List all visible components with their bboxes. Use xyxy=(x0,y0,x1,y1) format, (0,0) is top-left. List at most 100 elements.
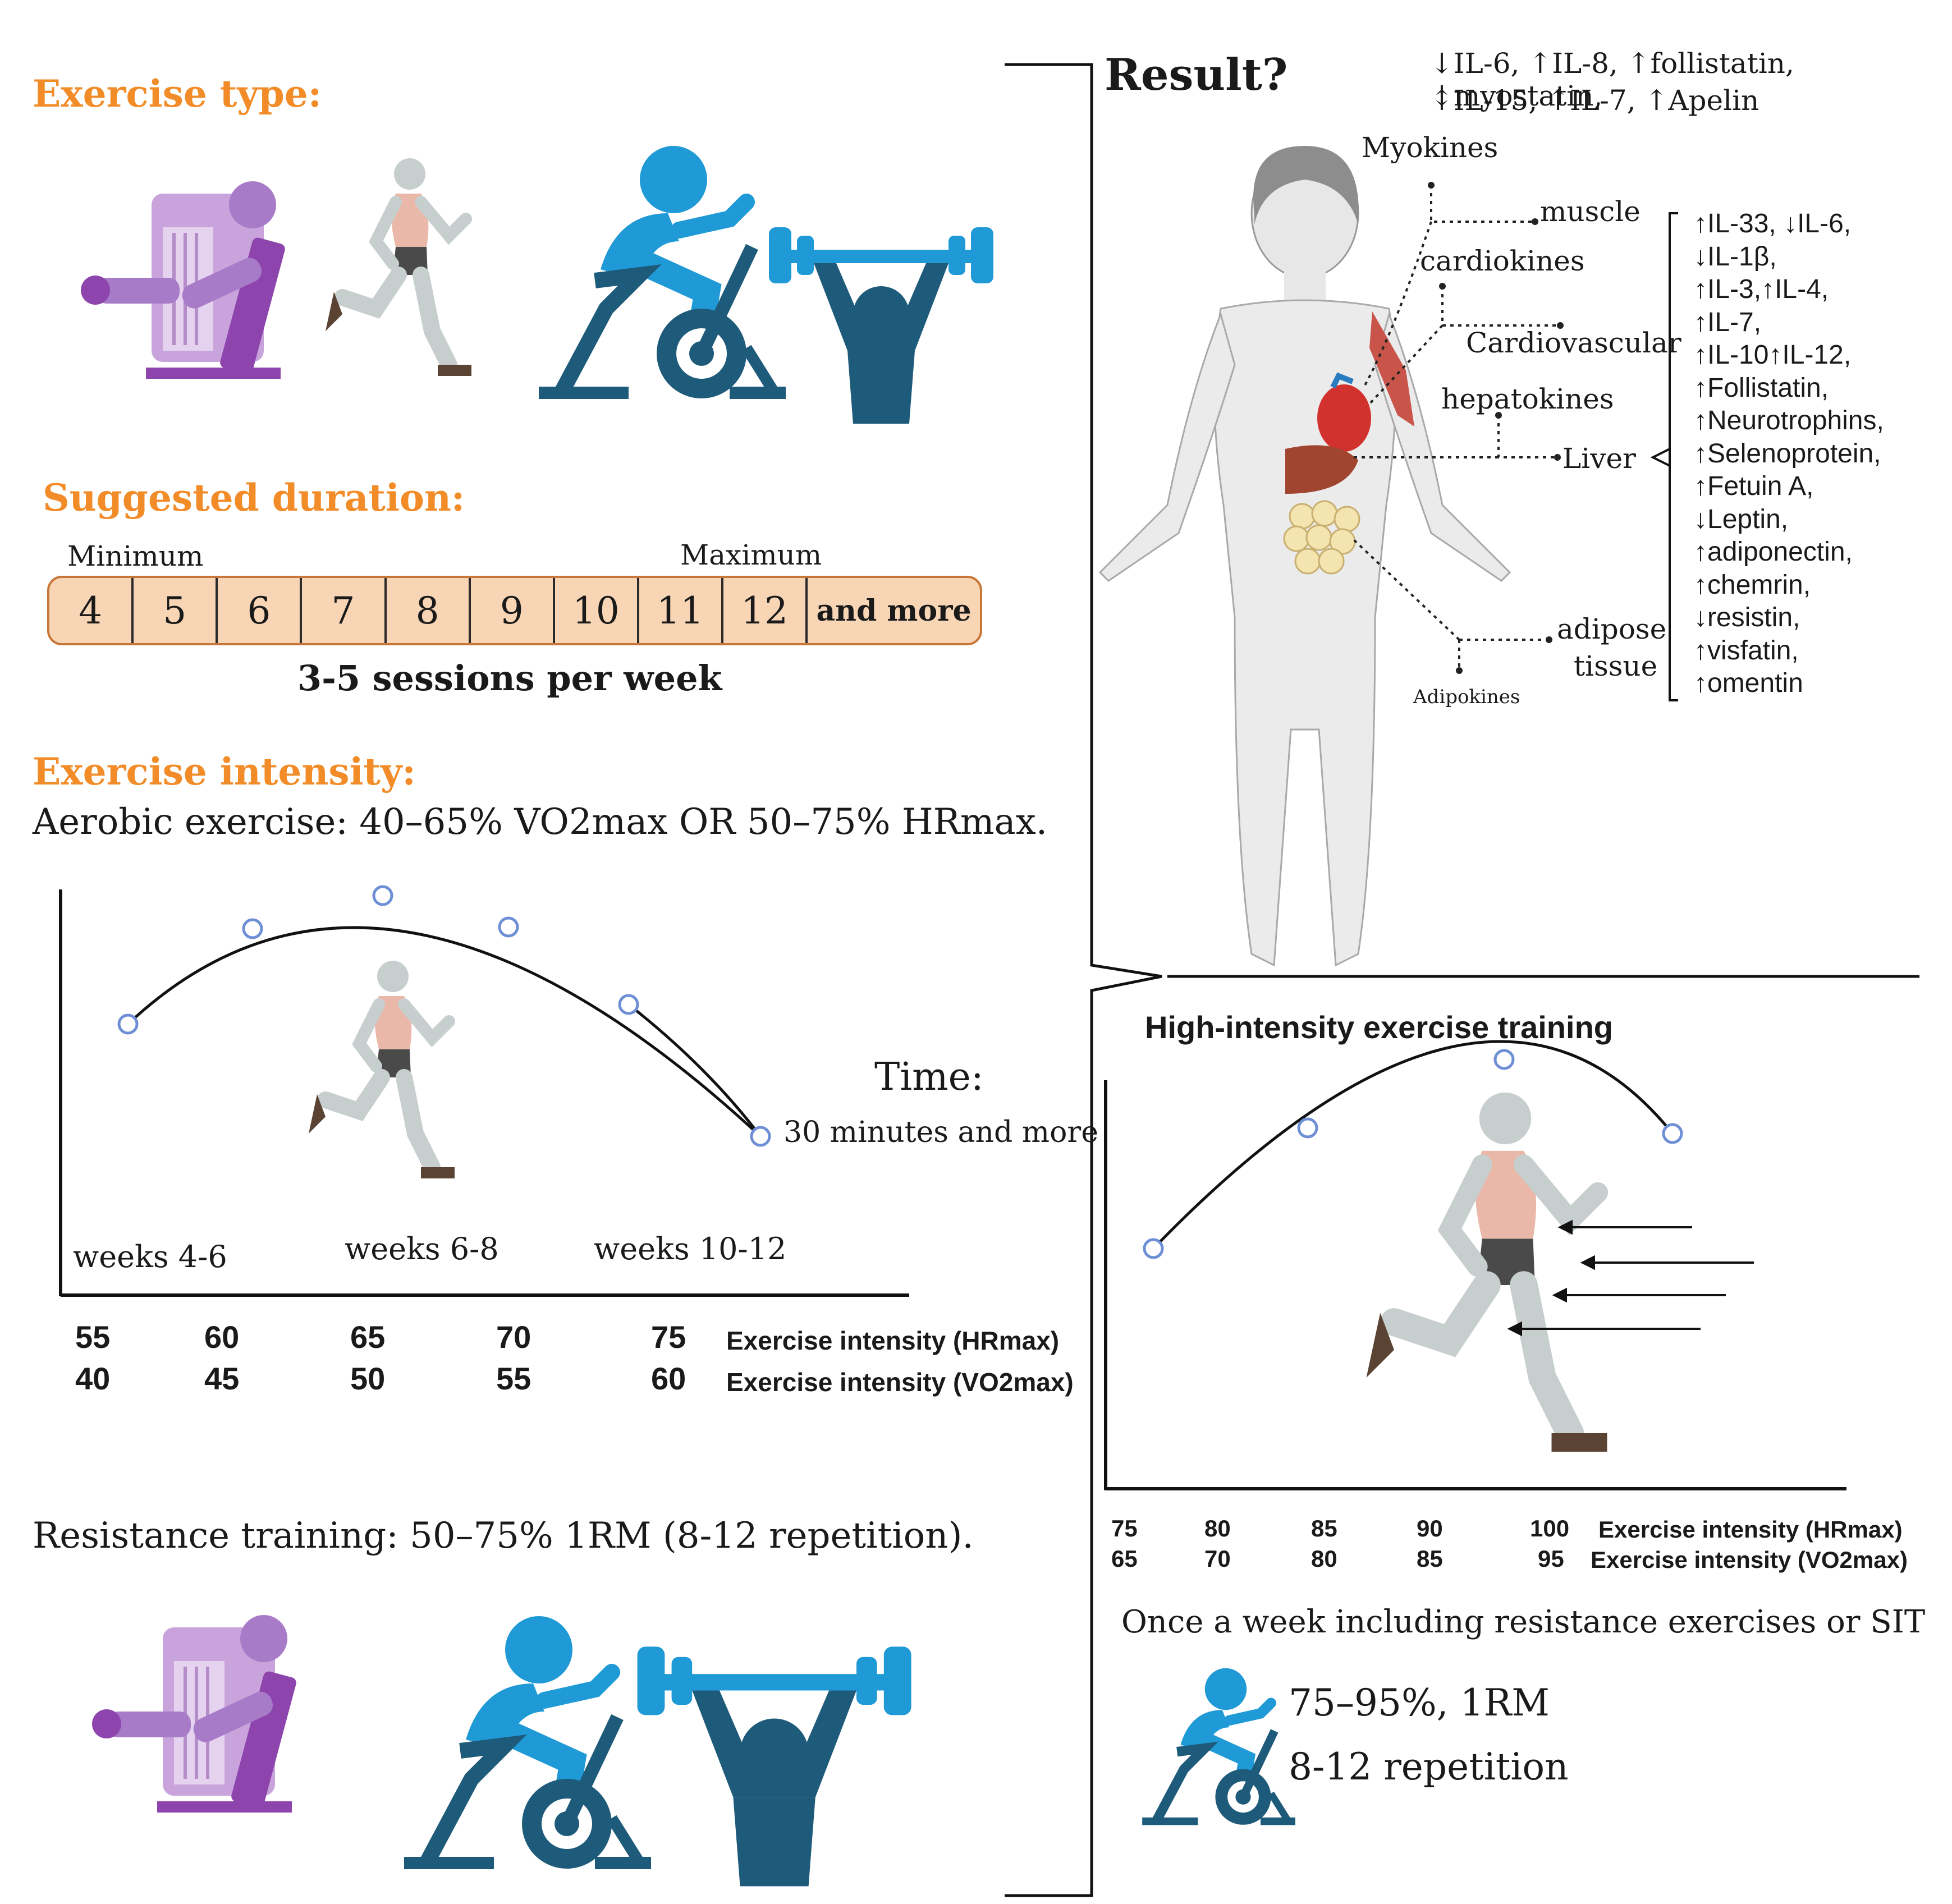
week-label: weeks 4-6 xyxy=(73,1239,227,1274)
speed-arrows xyxy=(1507,1219,1754,1337)
curve-point xyxy=(1493,1049,1515,1070)
min-label: Minimum xyxy=(67,540,204,572)
heart-organ xyxy=(1317,384,1371,452)
curve-point xyxy=(750,1126,771,1147)
vo2-value: 50 xyxy=(350,1361,386,1396)
hiit-vo2-value: 80 xyxy=(1311,1545,1337,1572)
marker-item: ↓Leptin, xyxy=(1694,504,1789,534)
marker-item: ↓resistin, xyxy=(1694,603,1800,632)
myokines-label: Myokines xyxy=(1362,131,1499,164)
marker-item: ↑IL-33, ↓IL-6, xyxy=(1694,209,1852,238)
vo2-value: 60 xyxy=(651,1361,686,1396)
exercise-type-title: Exercise type: xyxy=(33,72,322,116)
liver-organ xyxy=(1285,445,1358,494)
adipose-label: adipose xyxy=(1557,613,1667,645)
weightlifter-icon xyxy=(769,227,993,424)
vo2-value: 40 xyxy=(75,1361,111,1396)
hiit-hr-axis-label: Exercise intensity (HRmax) xyxy=(1598,1516,1903,1543)
marker-item: ↑Fetuin A, xyxy=(1694,471,1814,501)
cycling-icon xyxy=(404,1616,651,1869)
week-label: weeks 6-8 xyxy=(345,1231,499,1267)
week-cell: 7 xyxy=(302,578,387,643)
muscle-label: muscle xyxy=(1540,195,1641,228)
hiit-vo2-value: 95 xyxy=(1538,1545,1564,1572)
marker-item: ↑IL-7, xyxy=(1694,307,1762,337)
hr-axis-label: Exercise intensity (HRmax) xyxy=(726,1326,1060,1355)
week-cell: 12 xyxy=(723,578,808,643)
week-cell: 9 xyxy=(471,578,555,643)
result-title: Result? xyxy=(1105,49,1288,100)
cardiokines-label: cardiokines xyxy=(1420,245,1585,277)
duration-scale: 4 5 6 7 8 9 10 11 12 and more xyxy=(47,576,982,645)
marker-item: ↑Selenoprotein, xyxy=(1694,438,1881,469)
hepatokines-label: hepatokines xyxy=(1441,383,1614,415)
curve-point xyxy=(372,885,393,906)
runner-icon xyxy=(1367,1093,1607,1452)
vo2-value: 45 xyxy=(204,1361,240,1396)
time-label: Time: xyxy=(874,1055,984,1099)
marker-item: ↑omentin xyxy=(1694,668,1803,698)
leg-press-icon xyxy=(92,1615,297,1813)
aerobic-curve xyxy=(127,926,762,1137)
hiit-hr-value: 80 xyxy=(1204,1515,1231,1541)
cycling-icon xyxy=(539,146,786,398)
tissue-label: tissue xyxy=(1574,650,1658,682)
hiit-hr-value: 75 xyxy=(1111,1515,1138,1541)
marker-list: ↑IL-33, ↓IL-6, ↓IL-1β, ↑IL-3,↑IL-4, ↑IL-… xyxy=(1694,208,1884,700)
marker-item: ↑visfatin, xyxy=(1694,635,1799,666)
hiit-title: High-intensity exercise training xyxy=(1145,1010,1613,1045)
hiit-hr-value: 90 xyxy=(1417,1515,1443,1541)
intensity-title: Exercise intensity: xyxy=(33,750,416,793)
cardiovascular-label: Cardiovascular xyxy=(1466,327,1681,359)
aerobic-text: Aerobic exercise: 40–65% VO2max OR 50–75… xyxy=(33,801,1048,843)
curve-point xyxy=(242,918,263,939)
list-bracket xyxy=(1669,212,1678,701)
runner-icon xyxy=(309,961,455,1178)
leg-press-icon xyxy=(81,181,286,379)
curve-point xyxy=(1297,1117,1318,1139)
adipose-organ xyxy=(1283,500,1360,575)
week-cell: 4 xyxy=(49,578,134,643)
leader-lines xyxy=(1351,185,1560,671)
curve-point xyxy=(618,994,639,1015)
marker-item: ↑IL-3,↑IL-4, xyxy=(1694,274,1829,304)
hiit-vo2-value: 85 xyxy=(1417,1545,1443,1572)
week-cell: 6 xyxy=(218,578,303,643)
hiit-vo2-axis-label: Exercise intensity (VO2max) xyxy=(1591,1547,1908,1573)
marker-item: ↑Follistatin, xyxy=(1694,373,1829,403)
vo2-axis-label: Exercise intensity (VO2max) xyxy=(726,1368,1074,1397)
duration-title: Suggested duration: xyxy=(43,476,465,520)
marker-item: ↑Neurotrophins, xyxy=(1694,406,1884,435)
time-value: 30 minutes and more xyxy=(783,1116,1099,1149)
marker-item: ↓IL-1β, xyxy=(1694,241,1777,272)
vo2-value: 55 xyxy=(496,1361,531,1396)
marker-item: ↑chemrin, xyxy=(1694,570,1811,600)
section-bracket xyxy=(1005,63,1162,1897)
hr-value: 75 xyxy=(651,1319,686,1355)
once-text: Once a week including resistance exercis… xyxy=(1121,1604,1926,1640)
curve-point xyxy=(1143,1238,1164,1259)
hiit-vo2-value: 65 xyxy=(1111,1545,1138,1572)
runner-icon xyxy=(326,158,471,376)
resistance-text: Resistance training: 50–75% 1RM (8-12 re… xyxy=(33,1515,974,1557)
week-label: weeks 10-12 xyxy=(594,1231,787,1267)
week-cell: and more xyxy=(816,593,972,628)
marker-item: ↑adiponectin, xyxy=(1694,537,1853,567)
hr-value: 65 xyxy=(350,1319,386,1355)
curve-point xyxy=(498,916,519,938)
week-cell: 5 xyxy=(134,578,218,643)
weightlifter-icon xyxy=(637,1646,911,1887)
human-body-illustration xyxy=(1098,146,1511,967)
cycling-icon xyxy=(1142,1668,1295,1825)
sessions-text: 3-5 sessions per week xyxy=(297,658,722,699)
liver-label: Liver xyxy=(1562,442,1636,475)
hr-value: 70 xyxy=(496,1319,531,1355)
hiit-vo2-value: 70 xyxy=(1204,1545,1231,1572)
curve-point xyxy=(1662,1123,1683,1144)
adipokines-label: Adipokines xyxy=(1413,686,1520,708)
curve-point xyxy=(117,1013,139,1035)
hr-value: 55 xyxy=(75,1319,111,1355)
hiit-curve xyxy=(1152,1040,1674,1250)
hiit-hr-value: 85 xyxy=(1311,1515,1337,1541)
